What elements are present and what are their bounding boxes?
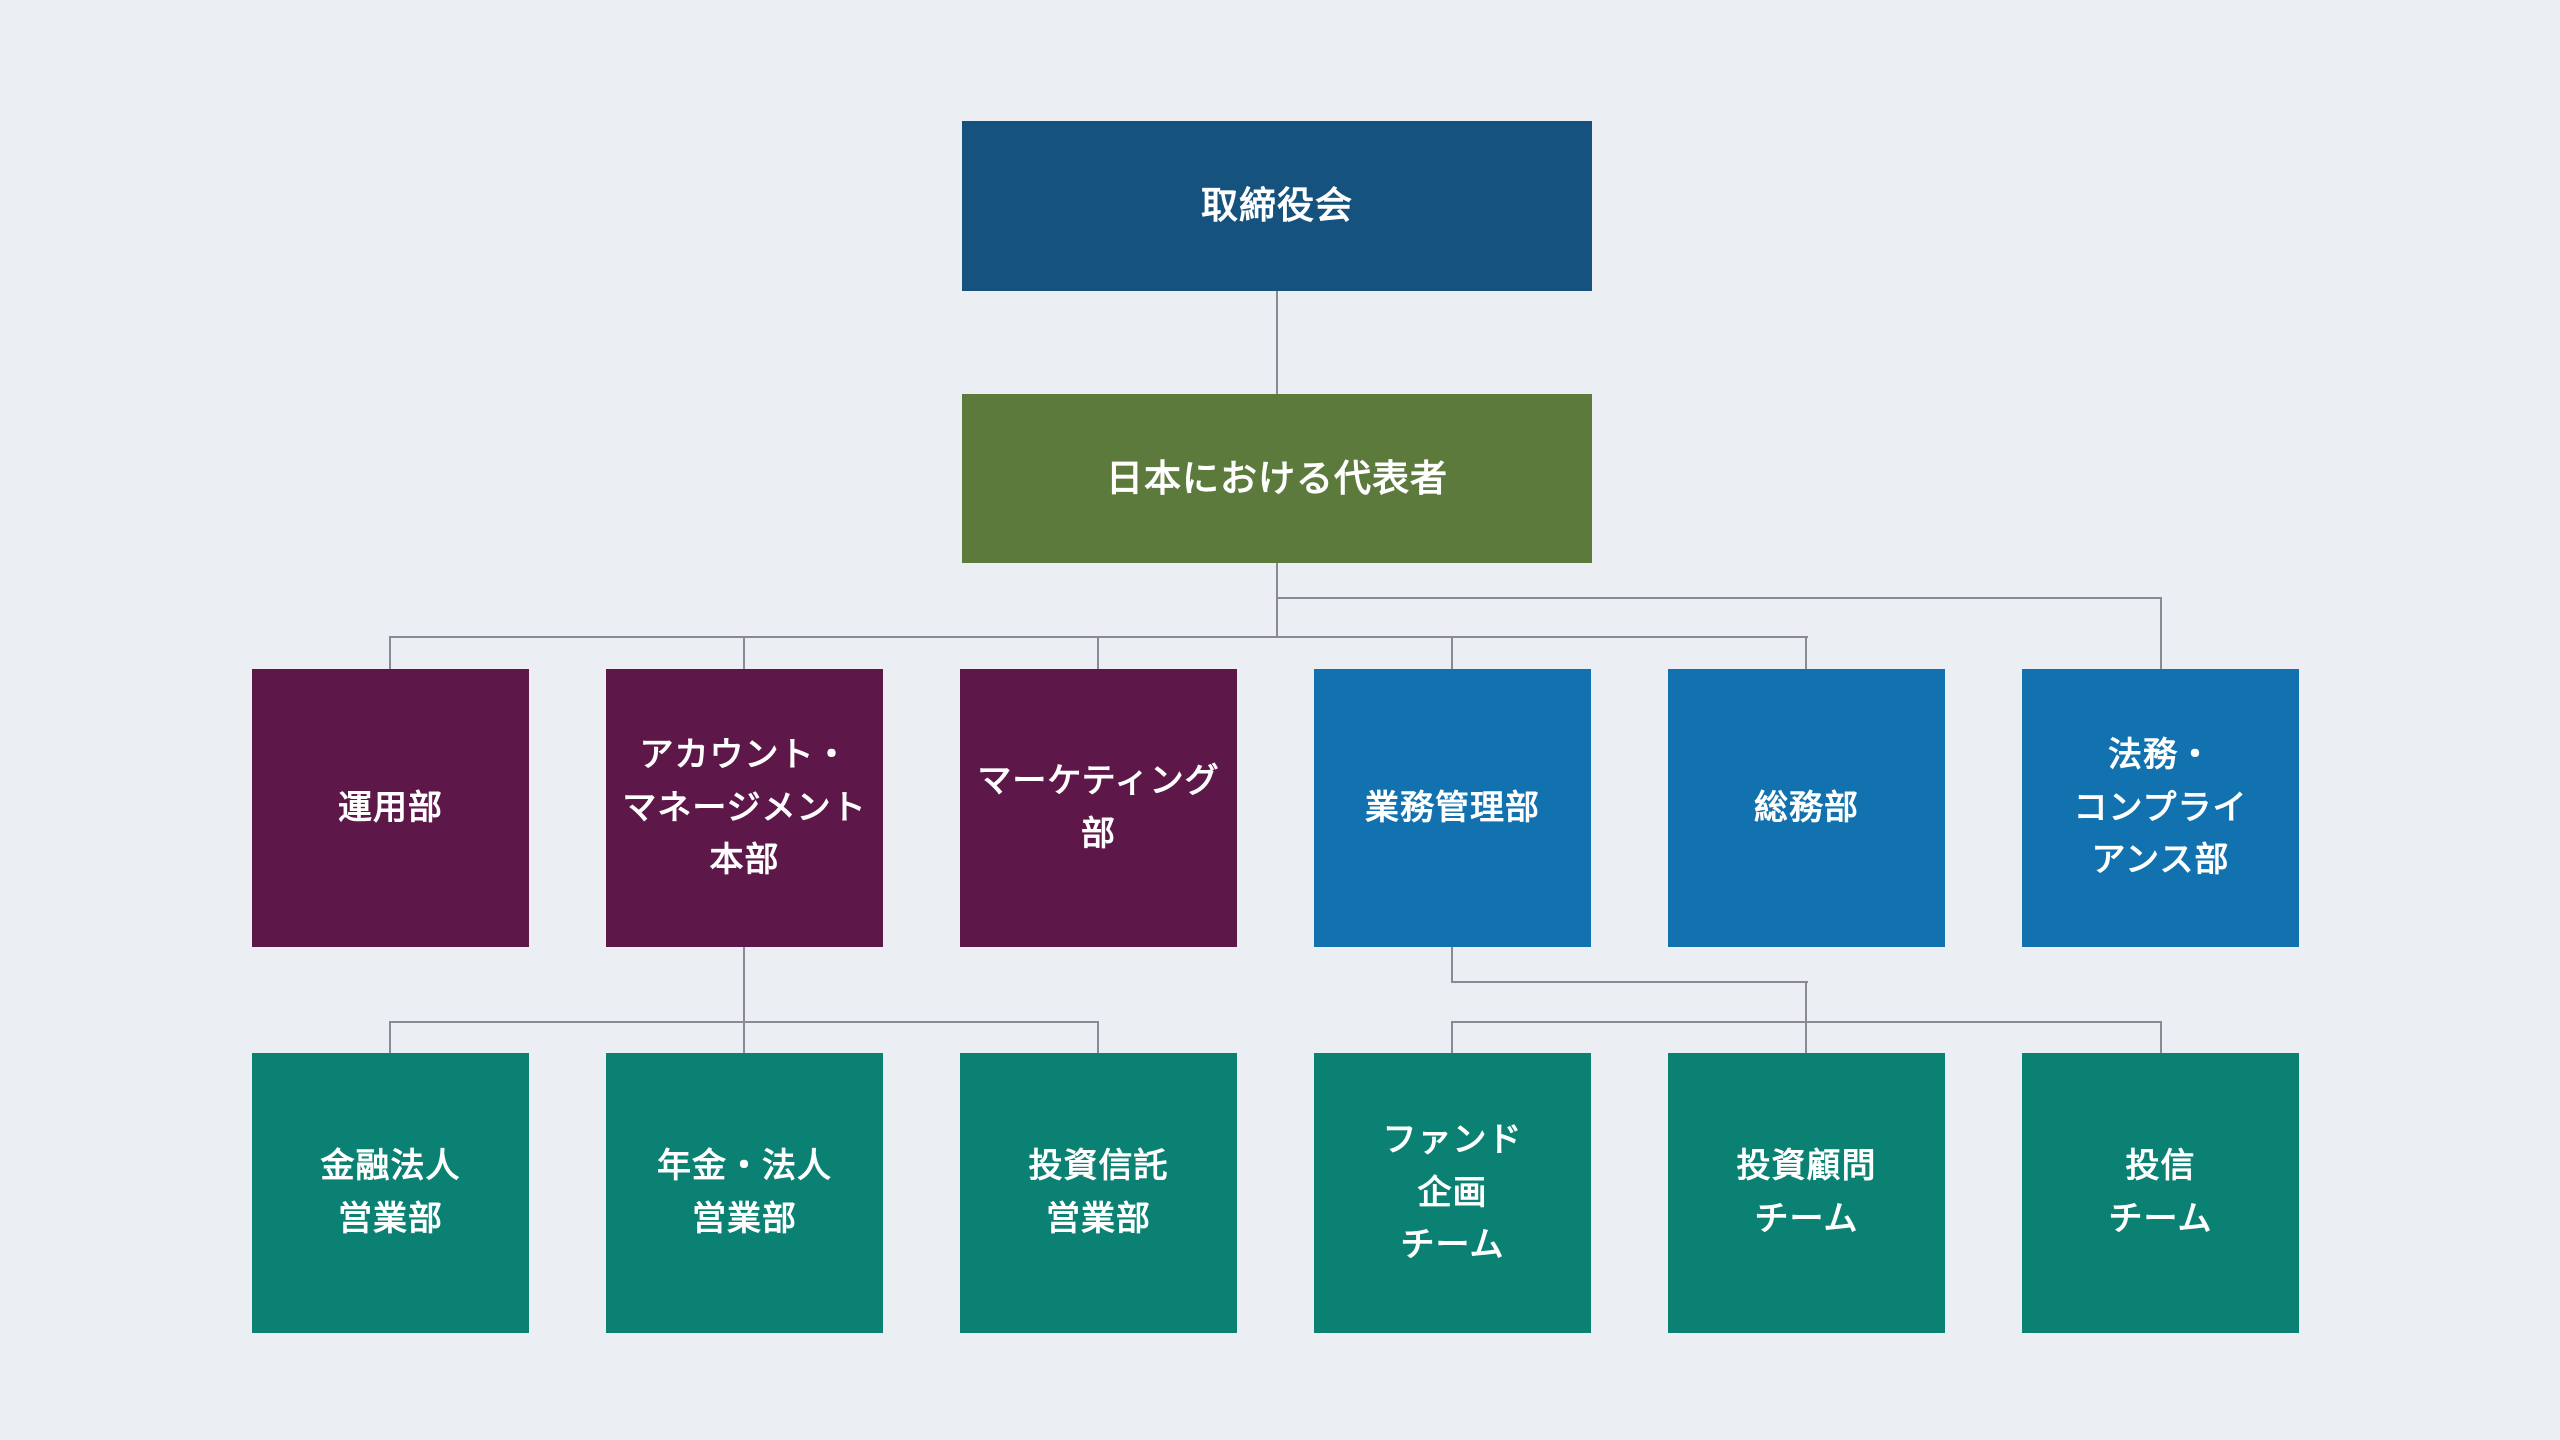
connector-drop-investment-trust-team [2160, 1021, 2162, 1053]
org-node-investment-advisory-team: 投資顧問 チーム [1668, 1053, 1945, 1333]
org-node-financial-institutions-sales-dept-label: 金融法人 営業部 [320, 1147, 461, 1238]
connector-drop-business-administration-dept [1451, 636, 1453, 669]
connector-drop-financial-institutions-sales [389, 1021, 391, 1053]
connector-board-representative [1276, 291, 1278, 394]
org-node-representative: 日本における代表者 [962, 394, 1592, 563]
connector-drop-fund-planning-team [1451, 1021, 1453, 1053]
org-node-investment-advisory-team-label: 投資顧問 チーム [1736, 1147, 1877, 1238]
org-node-business-administration-dept: 業務管理部 [1314, 669, 1591, 947]
connector-drop-marketing-dept [1097, 636, 1099, 669]
connector-drop-investment-management-dept [389, 636, 391, 669]
org-node-fund-planning-team-label: ファンド 企画 チーム [1382, 1120, 1523, 1265]
org-node-legal-compliance-dept-label: 法務・ コンプライ アンス部 [2073, 735, 2248, 880]
org-node-account-management-division-label: アカウント・ マネージメント 本部 [622, 735, 867, 880]
org-node-investment-trust-team: 投信 チーム [2022, 1053, 2299, 1333]
org-node-board: 取締役会 [962, 121, 1592, 291]
org-node-representative-label: 日本における代表者 [1106, 457, 1448, 499]
org-node-investment-management-dept-label: 運用部 [338, 788, 443, 827]
org-node-financial-institutions-sales-dept: 金融法人 営業部 [252, 1053, 529, 1333]
org-node-fund-planning-team: ファンド 企画 チーム [1314, 1053, 1591, 1333]
org-node-pension-corporate-sales-dept-label: 年金・法人 営業部 [657, 1147, 832, 1238]
connector-drop-legal-compliance-dept [2160, 597, 2162, 669]
connector-account-management-stem [743, 947, 745, 1023]
org-node-investment-trust-team-label: 投信 チーム [2108, 1147, 2213, 1238]
connector-step-business-admin [1451, 981, 1808, 983]
org-node-investment-trust-sales-dept: 投資信託 営業部 [960, 1053, 1237, 1333]
connector-business-admin-stem [1451, 947, 1453, 983]
org-node-pension-corporate-sales-dept: 年金・法人 営業部 [606, 1053, 883, 1333]
org-node-general-affairs-dept-label: 総務部 [1754, 788, 1859, 827]
org-node-general-affairs-dept: 総務部 [1668, 669, 1945, 947]
connector-drop-investment-advisory-team [1805, 1021, 1807, 1053]
org-node-investment-management-dept: 運用部 [252, 669, 529, 947]
org-node-legal-compliance-dept: 法務・ コンプライ アンス部 [2022, 669, 2299, 947]
org-node-account-management-division: アカウント・ マネージメント 本部 [606, 669, 883, 947]
org-node-marketing-dept-label: マーケティング部 [977, 762, 1220, 853]
org-node-investment-trust-sales-dept-label: 投資信託 営業部 [1028, 1147, 1169, 1238]
connector-branch-legal [1276, 597, 2162, 599]
connector-drop-pension-corporate-sales [743, 1021, 745, 1053]
connector-drop-account-management-division [743, 636, 745, 669]
connector-drop-investment-trust-sales [1097, 1021, 1099, 1053]
connector-step-drop [1805, 981, 1807, 1023]
org-node-marketing-dept: マーケティング部 [960, 669, 1237, 947]
connector-representative-stem [1276, 563, 1278, 638]
connector-drop-general-affairs-dept [1805, 636, 1807, 669]
org-node-board-label: 取締役会 [1201, 185, 1353, 227]
org-node-business-administration-dept-label: 業務管理部 [1365, 788, 1540, 827]
